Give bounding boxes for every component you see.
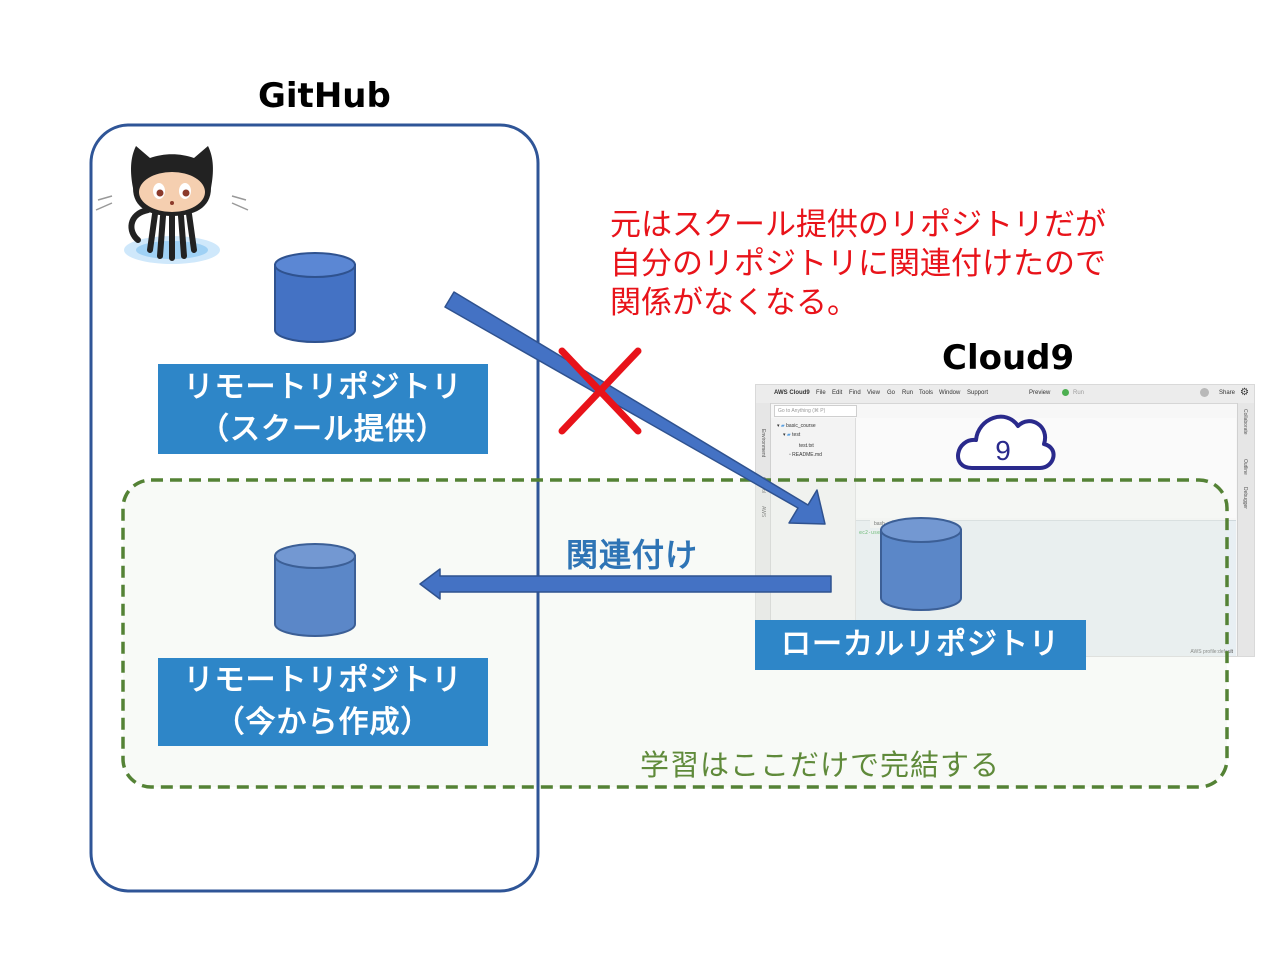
remote-repo-new-line1: リモートリポジトリ bbox=[183, 663, 463, 698]
ide-tab-environment: Environment bbox=[760, 429, 766, 458]
ide-menu-support: Support bbox=[967, 390, 989, 396]
note-line-3: 関係がなくなる。 bbox=[610, 285, 858, 321]
ide-right-panel: Collaborate Outline Debugger bbox=[1237, 403, 1254, 656]
local-repo-text: ローカルリポジトリ bbox=[781, 627, 1060, 662]
ide-share: Share bbox=[1219, 390, 1236, 396]
ide-gear-icon: ⚙ bbox=[1240, 387, 1249, 398]
ide-menu-view: View bbox=[867, 390, 880, 396]
ide-run-icon bbox=[1062, 389, 1069, 396]
disconnected-cross-icon bbox=[558, 347, 642, 435]
remote-repo-new-line2: （今から作成） bbox=[214, 705, 432, 740]
learning-scope-border bbox=[121, 478, 1229, 789]
github-title: GitHub bbox=[258, 76, 391, 116]
remote-repo-school-line1: リモートリポジトリ bbox=[183, 370, 463, 405]
octocat-icon bbox=[95, 146, 249, 264]
remote-repo-school-label: リモートリポジトリ （スクール提供） bbox=[158, 364, 488, 454]
ide-tab-collaborate: Collaborate bbox=[1242, 409, 1248, 435]
tree-item-folder: ▾ ▰ test bbox=[783, 432, 801, 438]
ide-menu-find: Find bbox=[849, 390, 861, 396]
note-line-2: 自分のリポジトリに関連付けたので bbox=[610, 246, 1106, 282]
tree-item-readme: ▫ README.md bbox=[789, 452, 822, 458]
ide-avatar-icon bbox=[1200, 388, 1209, 397]
local-repo-label: ローカルリポジトリ bbox=[755, 620, 1086, 670]
ide-preview: Preview bbox=[1029, 390, 1051, 396]
ide-menu-file: File bbox=[816, 390, 826, 396]
ide-menubar: AWS Cloud9 File Edit Find View Go Run To… bbox=[756, 385, 1254, 404]
note-line-1: 元はスクール提供のリポジトリだが bbox=[610, 207, 1106, 243]
ide-search-input: Go to Anything (⌘ P) bbox=[774, 405, 857, 417]
ide-menu-run: Run bbox=[902, 390, 914, 396]
ide-run: Run bbox=[1073, 390, 1085, 396]
association-label: 関連付け bbox=[566, 536, 699, 574]
terminal-prompt: ec2-user bbox=[859, 530, 884, 536]
ide-menu-tools: Tools bbox=[919, 390, 934, 396]
terminal-tab: bash - bbox=[870, 520, 892, 528]
association-arrow bbox=[419, 568, 832, 600]
remote-repo-school-line2: （スクール提供） bbox=[199, 412, 447, 447]
ide-brand: AWS Cloud9 bbox=[774, 390, 810, 396]
tree-item-file: test.txt bbox=[799, 443, 814, 449]
ide-menu-window: Window bbox=[939, 390, 961, 396]
ide-file-tree: ▾ ▰ basic_course ▾ ▰ test test.txt ▫ REA… bbox=[771, 418, 856, 656]
tree-item-root: ▾ ▰ basic_course bbox=[777, 423, 816, 429]
remote-repo-new-cylinder-icon bbox=[274, 543, 356, 637]
cloud9-logo-number: 9 bbox=[995, 435, 1011, 466]
ide-menu-go: Go bbox=[887, 390, 896, 396]
learning-scope-label: 学習はここだけで完結する bbox=[640, 748, 1001, 782]
remote-repo-school-cylinder-icon bbox=[274, 252, 356, 343]
ide-status: AWS profile:default bbox=[1190, 649, 1233, 655]
broken-link-arrow bbox=[444, 291, 826, 525]
ide-tab-debugger: Debugger bbox=[1242, 487, 1248, 509]
local-repo-cylinder-icon bbox=[880, 517, 962, 611]
github-container bbox=[89, 123, 540, 893]
cloud9-title: Cloud9 bbox=[942, 338, 1075, 378]
cloud9-logo-icon: 9 bbox=[956, 414, 1056, 470]
ide-tab-aws: AWS bbox=[760, 506, 766, 518]
ide-menu-edit: Edit bbox=[832, 390, 843, 396]
ide-tab-outline: Outline bbox=[1242, 459, 1248, 475]
remote-repo-new-label: リモートリポジトリ （今から作成） bbox=[158, 658, 488, 746]
broken-link-note: 元はスクール提供のリポジトリだが 自分のリポジトリに関連付けたので 関係がなくな… bbox=[610, 206, 1106, 323]
